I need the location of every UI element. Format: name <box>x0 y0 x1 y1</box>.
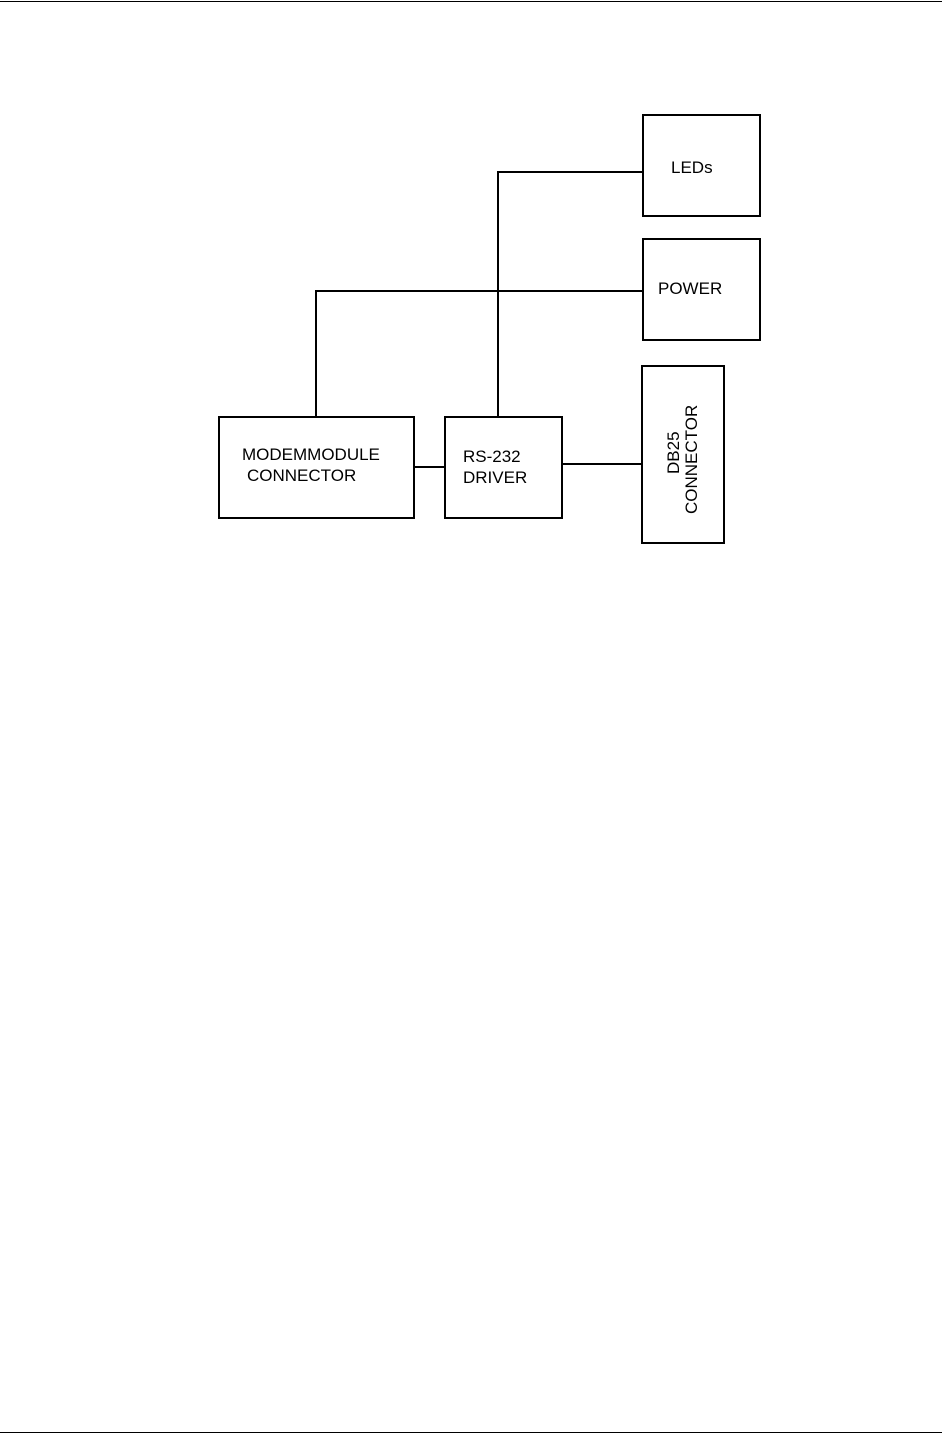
power-label: POWER <box>658 279 722 298</box>
power-block: POWER <box>643 239 760 340</box>
leds-block: LEDs <box>643 115 760 216</box>
modem-module-connector-label-line1: MODEMMODULE <box>242 445 380 464</box>
modem-module-connector-label-line2: CONNECTOR <box>247 466 356 485</box>
db25-connector-block: DB25 CONNECTOR <box>642 366 724 543</box>
db25-connector-label-line1: DB25 <box>664 431 683 474</box>
rs232-driver-label-line2: DRIVER <box>463 468 527 487</box>
rs232-driver-block: RS-232 DRIVER <box>445 417 562 518</box>
wire-driver-to-leds <box>498 172 643 417</box>
db25-connector-label-line2: CONNECTOR <box>682 405 701 514</box>
rs232-driver-label-line1: RS-232 <box>463 447 521 466</box>
bottom-page-rule <box>0 1432 942 1433</box>
leds-label: LEDs <box>671 158 713 177</box>
wire-modem-to-power <box>316 291 643 417</box>
modem-module-connector-block: MODEMMODULE CONNECTOR <box>219 417 414 518</box>
